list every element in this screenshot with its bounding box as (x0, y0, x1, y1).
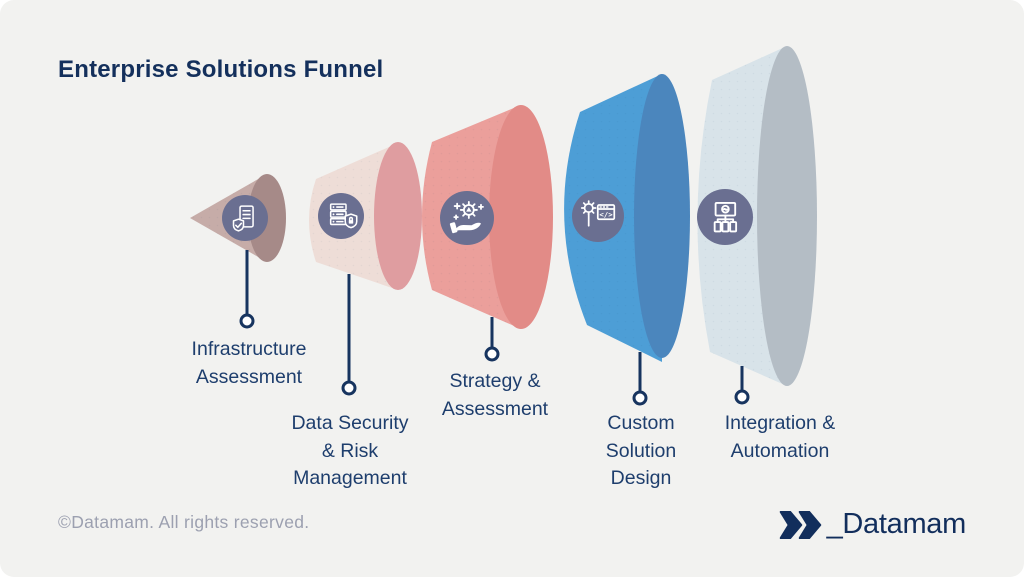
stage-label-infrastructure-assessment: Infrastructure Assessment (192, 336, 307, 391)
copyright-text: ©Datamam. All rights reserved. (58, 512, 310, 532)
label-line: Assessment (195, 365, 303, 388)
double-chevron-icon (779, 510, 821, 539)
stage-cap-ellipse (489, 105, 553, 329)
label-line: Management (293, 467, 407, 489)
wrench-code-icon: </> (572, 190, 624, 242)
checklist-shield-icon (222, 195, 268, 241)
datamam-logo: _Datamam (779, 508, 966, 541)
label-line: Infrastructure (191, 338, 307, 360)
connector-endpoint-dot (484, 346, 500, 362)
device-network-icon (697, 189, 753, 245)
label-line: Solution (605, 439, 677, 462)
label-line: Assessment (441, 397, 549, 420)
device-network-glyph (713, 201, 737, 232)
connector-custom-solution (632, 352, 648, 406)
stage-label-integration-automation: Integration & Automation (725, 410, 836, 465)
chevron-marks (779, 510, 821, 539)
stage-cap-ellipse (634, 74, 690, 358)
connector-endpoint-dot (239, 313, 255, 329)
label-line: & Risk (321, 439, 379, 462)
stage-cap-ellipse (374, 142, 422, 290)
connector-endpoint-dot (734, 389, 750, 405)
icon-glyph (450, 201, 485, 234)
connector-data-security (341, 274, 357, 396)
stage-connectors (239, 250, 750, 406)
icon-glyph (232, 204, 254, 232)
wrench-code-glyph: </> (581, 200, 616, 227)
server-lock-icon (318, 193, 364, 239)
label-line: Automation (730, 439, 830, 462)
stage-cap-ellipse (757, 46, 817, 386)
label-line: Custom (607, 412, 675, 434)
stage-label-data-security: Data Security & Risk Management (291, 410, 408, 493)
page-title: Enterprise Solutions Funnel (58, 56, 384, 83)
connector-strategy (484, 317, 500, 362)
svg-text:</>: </> (600, 210, 614, 219)
hand-gear-glyph (450, 201, 485, 234)
label-line: Integration & (724, 412, 836, 434)
connector-infrastructure (239, 250, 255, 329)
label-line: Data Security (291, 412, 409, 434)
connector-endpoint-dot (341, 380, 357, 396)
connector-endpoint-dot (632, 390, 648, 406)
server-lock-glyph (329, 202, 358, 229)
stage-label-custom-solution: Custom Solution Design (606, 410, 676, 493)
stage-label-strategy-assessment: Strategy & Assessment (442, 368, 548, 423)
icon-glyph: </> (581, 200, 616, 227)
icon-glyph (329, 202, 358, 229)
label-line: Design (610, 467, 672, 489)
connector-integration (734, 366, 750, 405)
hand-gear-icon (440, 191, 494, 245)
checklist-shield-glyph (232, 204, 254, 232)
label-line: Strategy & (449, 370, 541, 392)
icon-glyph (713, 201, 737, 232)
logo-wordmark: _Datamam (826, 508, 967, 540)
